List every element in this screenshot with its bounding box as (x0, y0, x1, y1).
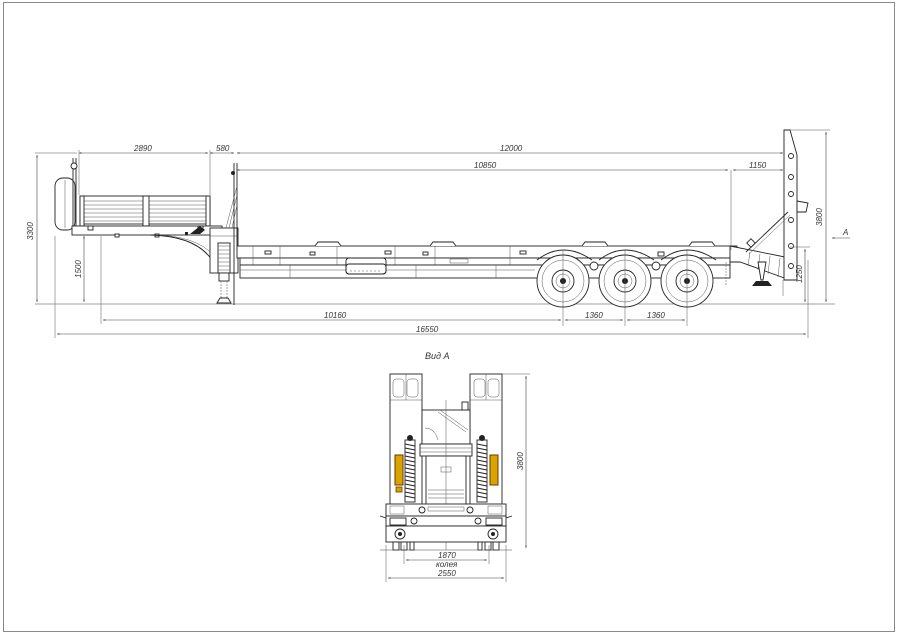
dim-main-deck-usable: 10850 (474, 161, 497, 170)
spare-wheel (54, 177, 76, 231)
rear-view-title: Вид А (425, 351, 450, 361)
side-view-dimensions: 2890 580 3300 1500 12000 10850 1150 380 (26, 129, 850, 338)
rear-bumper (379, 503, 513, 551)
dim-gooseneck-step: 580 (216, 144, 230, 153)
landing-gear (216, 242, 232, 304)
front-pole (70, 158, 78, 232)
rear-center (419, 400, 473, 550)
left-reflector (394, 454, 404, 486)
dim-axle-spacing-2: 1360 (647, 311, 665, 320)
dim-fifth-wheel-height: 1500 (74, 260, 83, 278)
rear-view-dimensions: 3800 1870 колея 2550 (385, 373, 530, 582)
axle-group (536, 249, 717, 326)
dim-overall-length: 16550 (416, 325, 439, 334)
dim-track-label: колея (436, 560, 458, 569)
drawing-frame (3, 2, 895, 632)
front-headboard (225, 163, 238, 305)
dim-overall-height-front: 3300 (26, 222, 35, 240)
right-spring (476, 435, 488, 503)
dim-rear-height: 3800 (516, 452, 525, 470)
right-reflector (489, 454, 499, 486)
rear-ramps (725, 129, 809, 296)
dim-main-deck-length: 12000 (500, 144, 523, 153)
dim-track-width: 1870 (438, 551, 456, 560)
left-spring (404, 435, 416, 503)
dim-gooseneck-length: 2890 (133, 144, 152, 153)
dim-axle-spacing-1: 1360 (585, 311, 603, 320)
dim-ramp-overhang: 1150 (749, 161, 767, 170)
dim-deck-height: 1250 (795, 265, 804, 283)
view-arrow-label: A (842, 228, 848, 237)
side-view: 2890 580 3300 1500 12000 10850 1150 380 (26, 129, 850, 338)
gooseneck-deck (71, 195, 223, 238)
dim-overall-width: 2550 (437, 569, 456, 578)
dim-ramp-height: 3800 (815, 208, 824, 226)
rear-view: Вид А (379, 351, 530, 582)
dim-kingpin-to-axle: 10160 (324, 311, 347, 320)
